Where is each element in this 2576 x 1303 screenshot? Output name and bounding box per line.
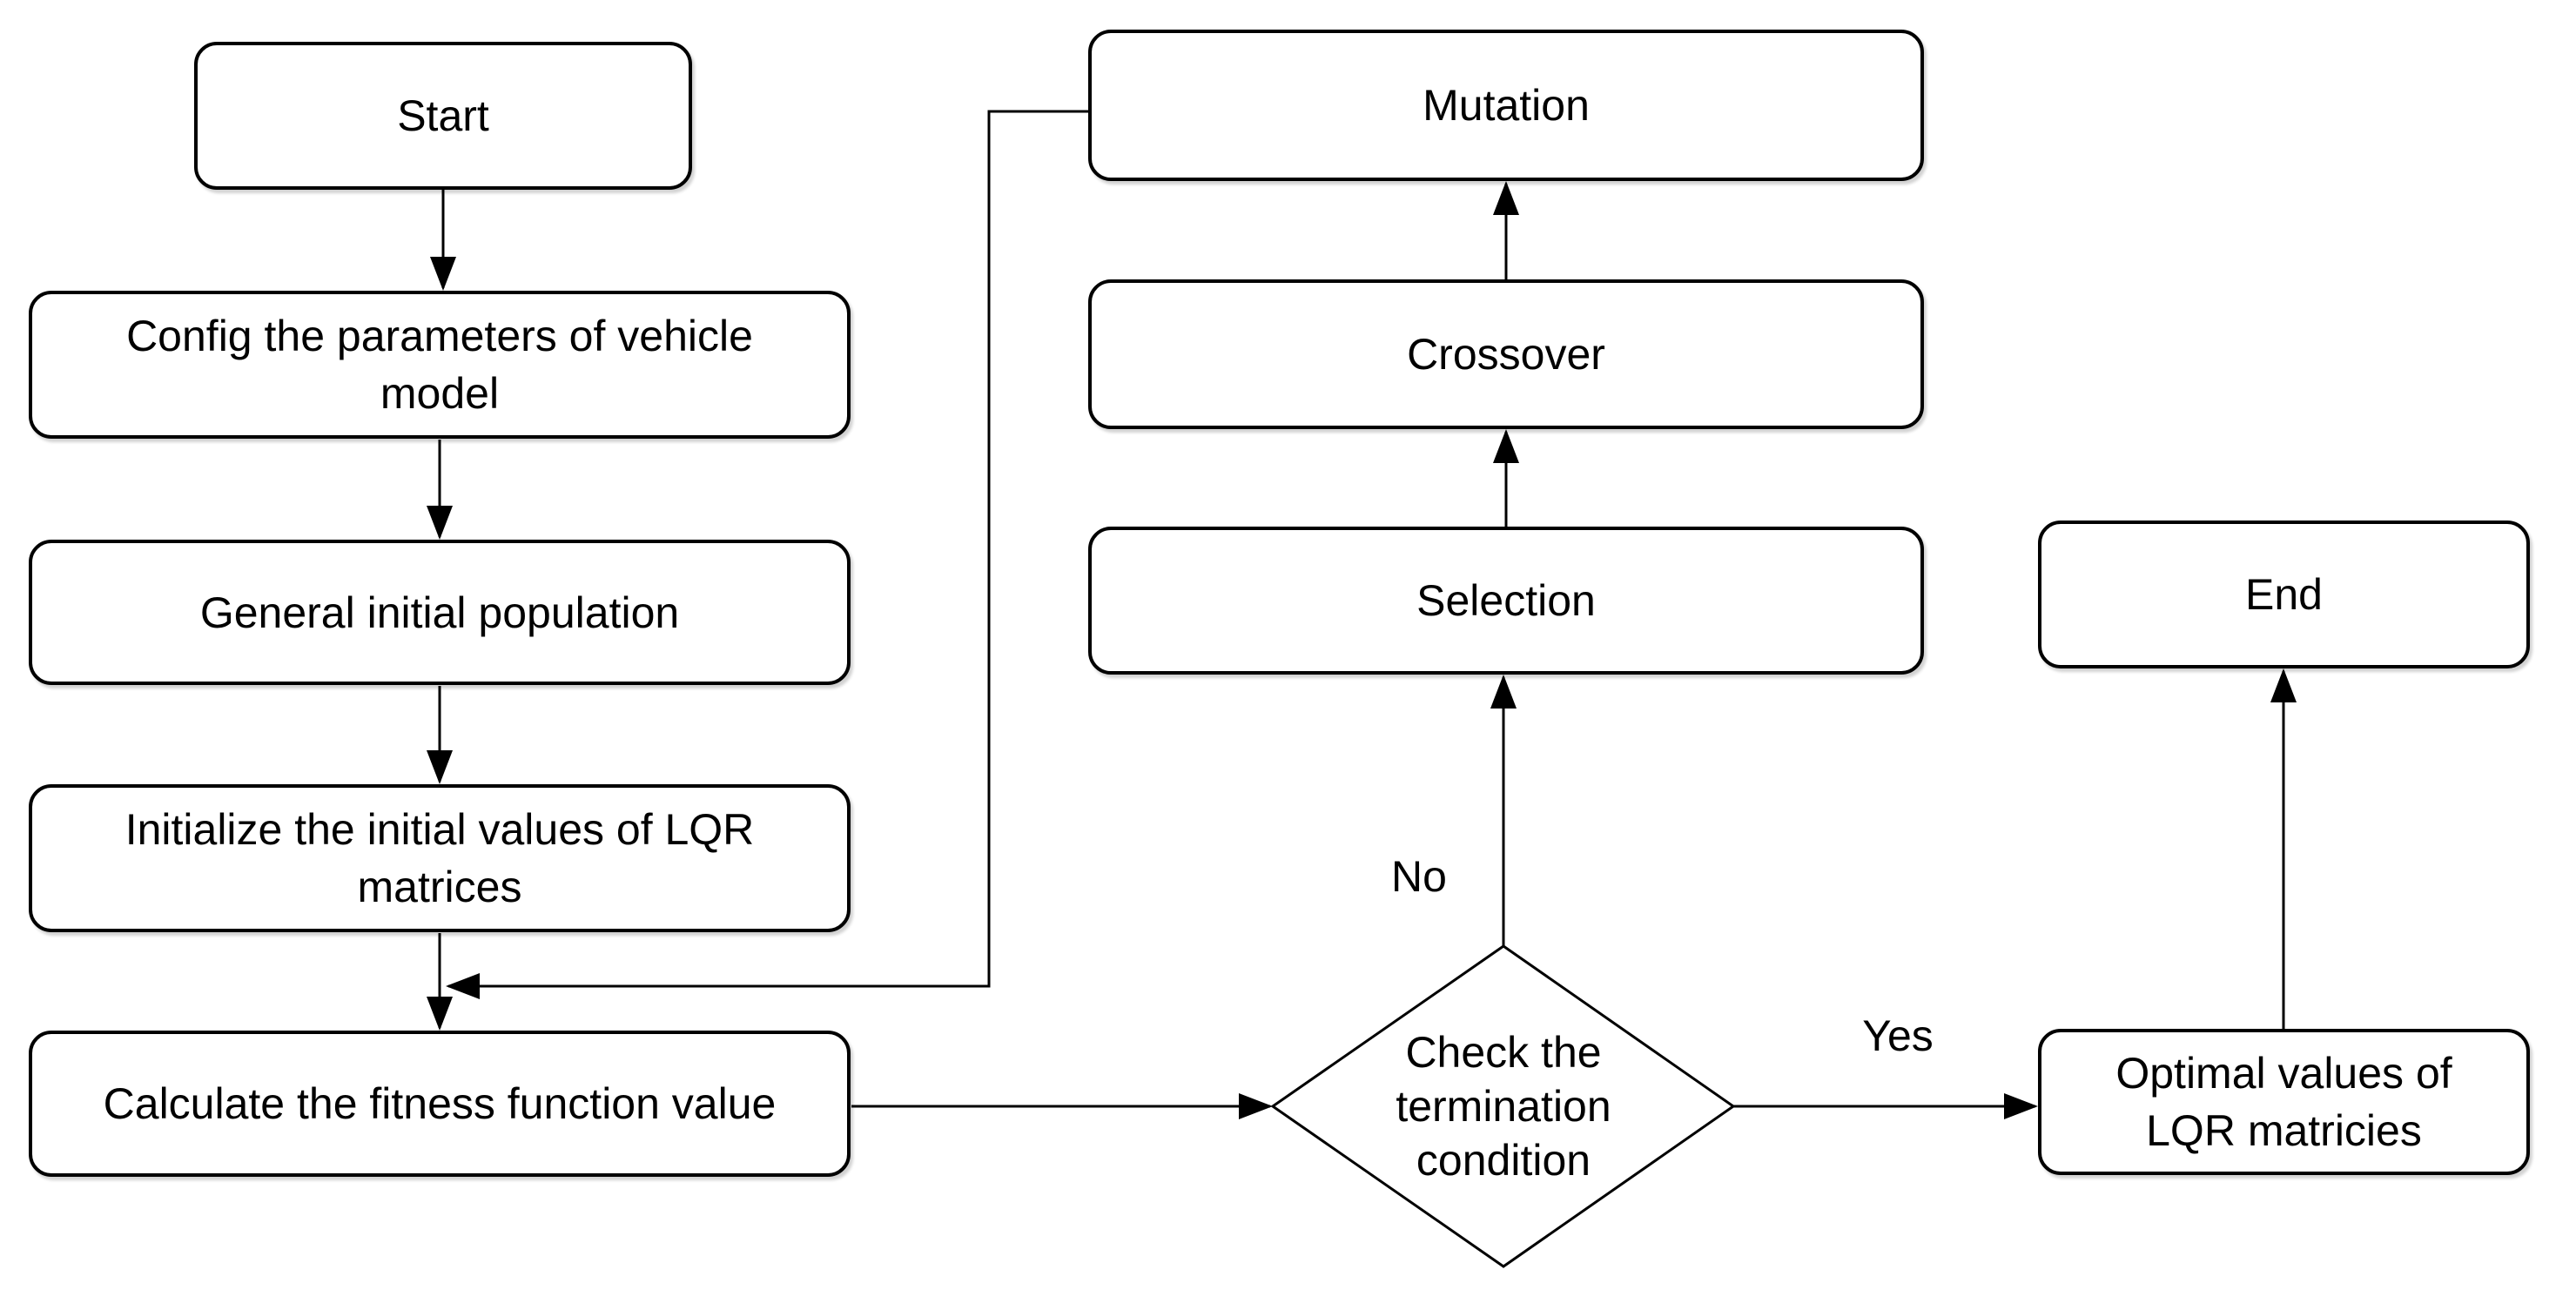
flow-node-optimal-values: Optimal values of LQR matricies: [2038, 1029, 2530, 1175]
flow-node-general-initial-population: General initial population: [29, 540, 851, 685]
flow-node-crossover: Crossover: [1088, 279, 1924, 429]
flow-node-start: Start: [194, 42, 692, 190]
flow-node-calculate-fitness: Calculate the fitness function value: [29, 1031, 851, 1177]
flow-node-config-parameters: Config the parameters of vehicle model: [29, 291, 851, 439]
decision-diamond-label: Check the termination condition: [1396, 1028, 1611, 1185]
flow-node-selection: Selection: [1088, 527, 1924, 675]
edge-label-no: No: [1386, 851, 1452, 902]
arrow-mutation-loopback: [446, 110, 1088, 999]
flow-node-end: End: [2038, 521, 2530, 668]
decision-diamond: [1270, 944, 1736, 1268]
flow-node-mutation: Mutation: [1088, 30, 1924, 181]
flow-node-initialize-lqr-matrices: Initialize the initial values of LQR mat…: [29, 784, 851, 932]
edge-label-yes: Yes: [1857, 1011, 1939, 1061]
